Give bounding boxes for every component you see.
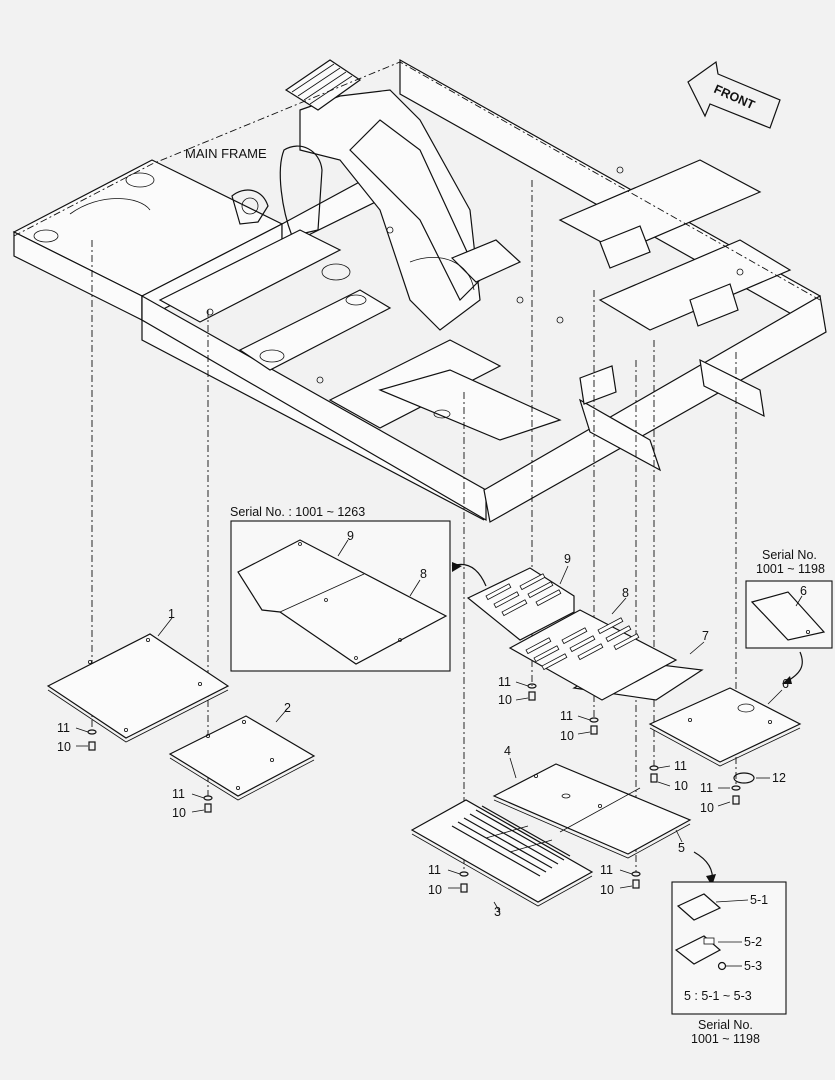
part-label-1: 1 [168,607,175,621]
fastener-set-6: 11 10 [649,759,688,793]
bolt-label: 10 [172,806,186,820]
inset-bottom-caption-2: 1001 ~ 1198 [691,1032,760,1046]
fastener-set-1: 11 10 [57,721,97,754]
inset-label-5-3: 5-3 [744,959,762,973]
washer-label: 11 [428,863,441,877]
inset-label-5-2: 5-2 [744,935,762,949]
fastener-set-2: 11 10 [172,787,213,820]
slot-pattern [485,573,640,671]
cover-plate-2: 2 [168,701,316,801]
cover-plate-1: 1 [46,607,230,743]
bolt-label: 10 [600,883,614,897]
bolt-label: 10 [560,729,574,743]
cover-plate-4: 4 5 [492,744,692,859]
part-label-4: 4 [504,744,511,758]
part-label-9: 9 [564,552,571,566]
inset-right-label-6: 6 [800,584,807,598]
front-arrow: FRONT [687,60,781,129]
part-label-8: 8 [622,586,629,600]
inset-right-caption-1: Serial No. [762,548,817,562]
inset-formula: 5 : 5-1 ~ 5-3 [684,989,752,1003]
inset-left-caption: Serial No. : 1001 ~ 1263 [230,505,365,519]
fastener-set-3: 11 10 [428,863,469,897]
bolt-label: 10 [700,801,714,815]
inset-right-caption-2: 1001 ~ 1198 [756,562,825,576]
inset-left-label-9: 9 [347,529,354,543]
washer-label: 11 [700,781,713,795]
bolt-label: 10 [428,883,442,897]
inset-right-top: Serial No. 1001 ~ 1198 6 [745,548,833,684]
inset-left-label-8: 8 [420,567,427,581]
fastener-set-4: 11 10 [498,675,537,707]
inset-left: Serial No. : 1001 ~ 1263 9 8 [230,505,487,672]
bolt-label: 10 [57,740,71,754]
main-frame-drawing [12,58,827,523]
inset-label-5-1: 5-1 [750,893,768,907]
washer-label: 11 [57,721,70,735]
bolt-label: 10 [674,779,688,793]
fastener-set-7: 11 10 [600,863,641,897]
washer-label: 11 [674,759,687,773]
cover-plate-6: 6 [648,677,802,767]
inset-bottom-right: 5-1 5-2 5-3 5 : 5-1 ~ 5-3 Serial No. 100… [671,851,787,1046]
bolt-label: 10 [498,693,512,707]
washer-label: 11 [600,863,613,877]
o-ring-12: 12 [733,771,786,785]
cover-plate-8: 8 [508,586,678,701]
cover-plate-3: 3 [410,799,594,919]
washer-label: 11 [560,709,573,723]
fastener-set-5: 11 10 [560,709,599,743]
part-label-12: 12 [772,771,786,785]
washer-label: 11 [172,787,185,801]
inset-bottom-caption-1: Serial No. [698,1018,753,1032]
part-label-7: 7 [702,629,709,643]
washer-label: 11 [498,675,511,689]
main-frame-title: MAIN FRAME [185,146,267,161]
part-label-2: 2 [284,701,291,715]
part-label-5: 5 [678,841,685,855]
part-label-3: 3 [494,905,501,919]
fastener-set-8: 11 10 [700,781,741,815]
